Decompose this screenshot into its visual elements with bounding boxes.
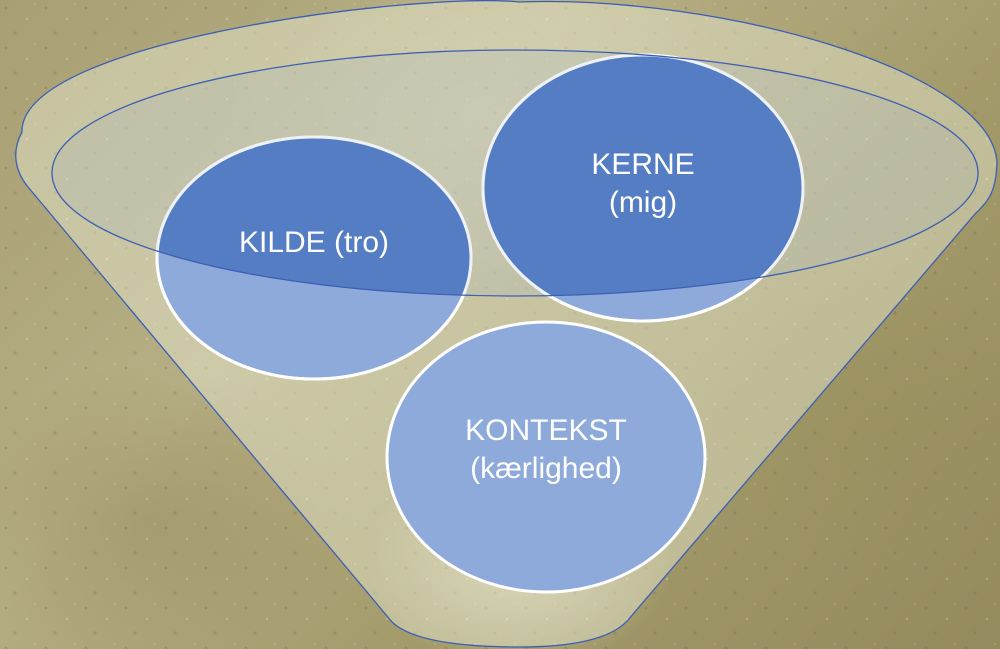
circle-kerne-upper [483, 55, 803, 296]
circle-kilde-outline [155, 135, 473, 381]
funnel-inner-rim [51, 49, 979, 297]
circle-kontekst [385, 320, 707, 594]
circle-kilde-upper [157, 137, 471, 296]
